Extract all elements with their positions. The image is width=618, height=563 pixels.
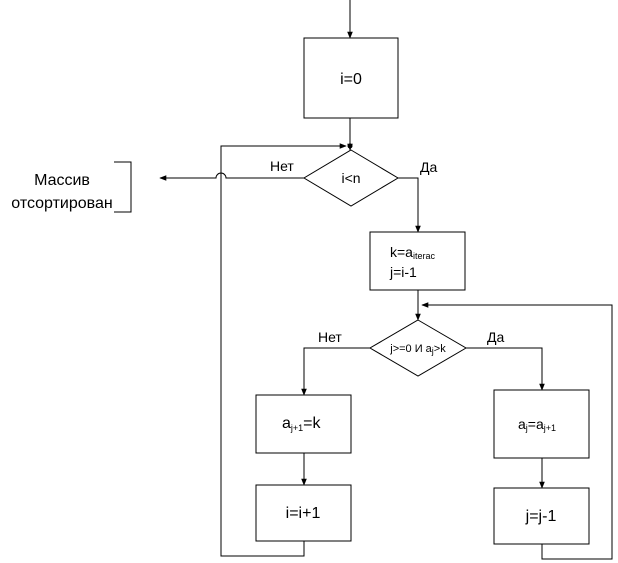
outer-condition-label: i<n (341, 170, 360, 186)
outer-yes-line (398, 177, 421, 233)
result-bracket (114, 161, 132, 213)
inner-yes-line (466, 347, 545, 391)
inner-condition-diamond (369, 319, 467, 377)
result-line-2: отсортирован (11, 195, 112, 212)
outer-yes-label: Да (420, 159, 437, 175)
increment-i-box (255, 484, 352, 542)
init-box (303, 37, 399, 119)
assign-box (369, 231, 466, 291)
inner-condition-label: j>=0 И aj>k (389, 343, 446, 356)
inner-loop-line (421, 302, 613, 560)
inner-no-line (301, 347, 370, 396)
outer-no-label: Нет (270, 158, 294, 174)
inner-no-label: Нет (318, 329, 342, 345)
left-assign-box (255, 394, 352, 454)
right-assign-label: aj=aj+1 (518, 416, 556, 433)
result-line-1: Массив (34, 172, 90, 189)
decrement-j-label: j=j-1 (525, 508, 557, 525)
inner-yes-label: Да (487, 329, 504, 345)
assign-k-label: k=aiterac (390, 244, 435, 261)
outer-loop-line (220, 143, 347, 557)
assign-j-label: j=i-1 (389, 264, 417, 280)
outer-condition-diamond (303, 149, 399, 207)
init-label: i=0 (340, 71, 362, 88)
junction-dot (347, 143, 353, 149)
increment-i-label: i=i+1 (286, 505, 321, 522)
right-assign-box (493, 389, 590, 459)
left-assign-label: aj+1=k (282, 415, 322, 433)
